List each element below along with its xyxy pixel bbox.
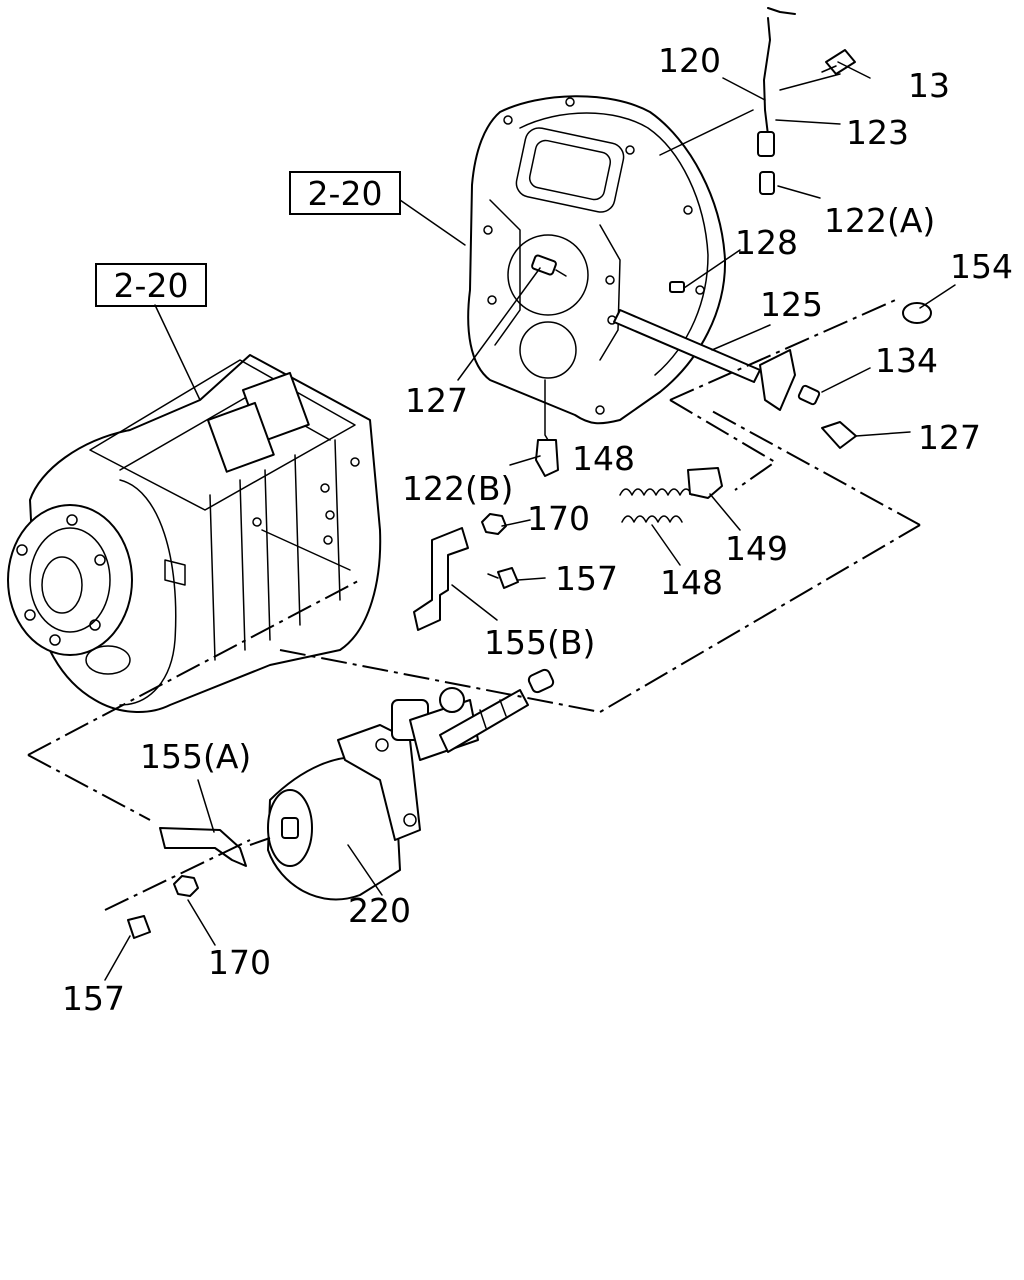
plug-154 (902, 302, 932, 324)
label-127-housing: 127 (405, 381, 468, 420)
label-220: 220 (348, 891, 411, 930)
label-120: 120 (658, 41, 721, 80)
spring-148-b (621, 515, 683, 523)
label-149: 149 (725, 529, 788, 568)
bolt-13 (825, 49, 856, 75)
reference-box-lower: 2-20 (95, 263, 207, 307)
key-128 (669, 281, 685, 293)
plug-122a (759, 171, 775, 195)
bracket-155a (159, 827, 247, 867)
leader-lines (104, 61, 956, 981)
label-154: 154 (950, 247, 1013, 286)
assembly-phantom-lines (27, 297, 921, 911)
label-170-upper: 170 (527, 499, 590, 538)
reference-label-upper: 2-20 (308, 174, 383, 213)
label-13: 13 (908, 66, 950, 105)
label-155a: 155(A) (140, 737, 251, 776)
bolt-157-lower (127, 915, 151, 939)
label-125: 125 (760, 285, 823, 324)
reference-box-upper: 2-20 (289, 171, 401, 215)
label-122b: 122(B) (402, 469, 513, 508)
label-155b: 155(B) (484, 623, 595, 662)
label-148-lower: 148 (660, 563, 723, 602)
nut-170-upper (481, 513, 507, 535)
label-134: 134 (875, 341, 938, 380)
bolt-157-upper (497, 567, 519, 589)
label-157-upper: 157 (555, 559, 618, 598)
label-128: 128 (735, 223, 798, 262)
flywheel-housing (467, 95, 727, 441)
fitting-127-right (821, 421, 857, 449)
label-170-lower: 170 (208, 943, 271, 982)
label-123: 123 (846, 113, 909, 152)
label-157-lower: 157 (62, 979, 125, 1018)
label-127-right: 127 (918, 418, 981, 457)
label-122a: 122(A) (824, 201, 935, 240)
actuator-220 (267, 668, 555, 901)
transmission-case (7, 354, 382, 713)
bracket-149 (687, 467, 723, 499)
label-148-upper: 148 (572, 439, 635, 478)
reference-label-lower: 2-20 (114, 266, 189, 305)
nut-170-lower (173, 875, 199, 897)
valve-122b (535, 439, 559, 477)
pipe-120 (763, 7, 796, 136)
spring-148-a (619, 488, 693, 496)
bracket-155b (413, 527, 469, 631)
lever-134 (759, 349, 796, 411)
